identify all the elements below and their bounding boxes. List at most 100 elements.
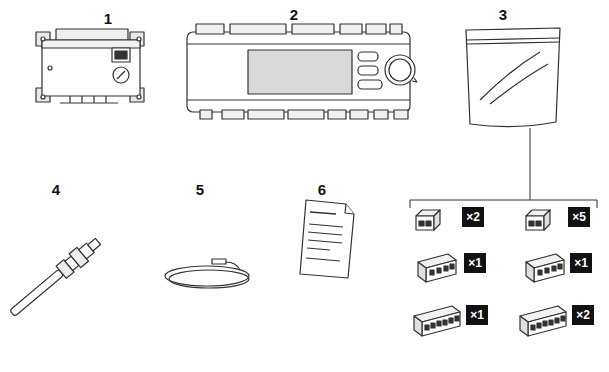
quantity-badge: ×2 xyxy=(572,305,594,325)
quantity-badge: ×2 xyxy=(462,207,484,227)
power-supply xyxy=(137,37,141,41)
power-supply xyxy=(41,37,45,41)
controller xyxy=(350,110,368,119)
terminal-plugs xyxy=(544,210,550,230)
controller xyxy=(187,43,410,44)
power-supply xyxy=(137,95,141,99)
terminal-plugs xyxy=(418,254,456,282)
terminal-plugs xyxy=(450,264,454,269)
terminal-plugs xyxy=(545,268,549,273)
power-supply xyxy=(48,66,52,70)
terminal-plugs xyxy=(418,262,426,282)
quantity-badge: ×1 xyxy=(464,253,486,273)
terminal-plugs xyxy=(449,318,453,323)
sensor-cable xyxy=(212,259,226,264)
controller xyxy=(374,110,388,119)
power-supply xyxy=(93,96,94,103)
sensor-cable xyxy=(169,270,249,288)
quantity-text: ×1 xyxy=(574,257,588,269)
quantity-badge: ×5 xyxy=(568,207,590,227)
controller xyxy=(187,32,410,112)
quantity-badge: ×1 xyxy=(466,305,488,325)
accessory-bag xyxy=(597,200,598,208)
accessory-bag xyxy=(480,52,540,100)
quantity-text: ×2 xyxy=(466,211,480,223)
terminal-plugs xyxy=(416,210,440,230)
terminal-plugs xyxy=(426,221,431,226)
callout-number: 2 xyxy=(290,7,298,22)
terminal-plugs xyxy=(444,266,448,271)
controller xyxy=(412,78,417,82)
callout-number: 1 xyxy=(104,11,112,26)
controller xyxy=(358,52,378,61)
accessory-bag xyxy=(490,64,548,104)
terminal-plugs xyxy=(414,306,460,336)
power-supply xyxy=(112,48,130,62)
controller xyxy=(385,55,415,85)
controller xyxy=(248,110,284,119)
terminal-plugs xyxy=(434,210,440,230)
power-supply xyxy=(105,96,106,103)
terminal-plugs xyxy=(526,254,564,282)
terminal-plugs xyxy=(526,216,544,230)
terminal-plugs xyxy=(426,260,456,282)
power-supply xyxy=(115,51,127,59)
terminal-plugs xyxy=(531,325,535,330)
accessory-bag xyxy=(530,128,531,200)
power-supply xyxy=(60,102,118,103)
power-supply xyxy=(41,95,45,99)
immersion-sleeve xyxy=(88,238,101,251)
controller xyxy=(340,24,362,34)
power-supply xyxy=(42,40,140,48)
power-supply xyxy=(117,71,125,79)
callout-number: 5 xyxy=(196,182,204,197)
power-supply xyxy=(36,29,144,103)
controller xyxy=(222,110,244,119)
power-supply xyxy=(81,96,82,103)
instruction-sheet xyxy=(308,232,342,235)
instruction-sheet xyxy=(300,200,354,278)
instruction-sheet xyxy=(300,200,354,278)
power-supply xyxy=(69,96,70,103)
sensor-cable xyxy=(226,262,240,270)
instruction-sheet xyxy=(307,248,330,250)
terminal-plugs xyxy=(437,321,441,326)
controller xyxy=(358,66,378,75)
controller xyxy=(366,24,386,34)
terminal-plugs xyxy=(443,320,447,325)
sensor-cable xyxy=(165,259,249,288)
terminal-plugs xyxy=(537,323,541,328)
terminal-plugs xyxy=(520,316,528,336)
power-supply xyxy=(42,40,140,96)
callout-number: 3 xyxy=(499,7,507,22)
terminal-plugs xyxy=(536,221,541,226)
callout-number: 4 xyxy=(52,182,60,197)
terminal-plugs xyxy=(430,270,434,275)
quantity-text: ×2 xyxy=(576,309,590,321)
terminal-plugs xyxy=(431,323,435,328)
controller xyxy=(288,110,324,119)
terminal-plugs xyxy=(520,306,566,336)
controller xyxy=(248,50,352,94)
callout-number: 6 xyxy=(318,182,326,197)
controller xyxy=(358,80,382,89)
terminal-plugs xyxy=(437,268,441,273)
controller xyxy=(390,24,402,34)
terminal-plugs xyxy=(422,312,460,336)
immersion-sleeve xyxy=(10,269,64,316)
instruction-sheet xyxy=(306,258,340,261)
quantity-text: ×1 xyxy=(470,309,484,321)
accessory-bag xyxy=(410,28,597,208)
controller xyxy=(328,110,346,119)
terminal-plugs xyxy=(549,320,553,325)
controller xyxy=(200,110,212,119)
controller xyxy=(292,24,334,34)
quantity-text: ×5 xyxy=(572,211,586,223)
immersion-sleeve xyxy=(6,235,103,321)
terminal-plugs xyxy=(561,316,565,321)
terminal-plugs xyxy=(558,264,562,269)
terminal-plugs xyxy=(552,266,556,271)
controller xyxy=(389,59,411,81)
